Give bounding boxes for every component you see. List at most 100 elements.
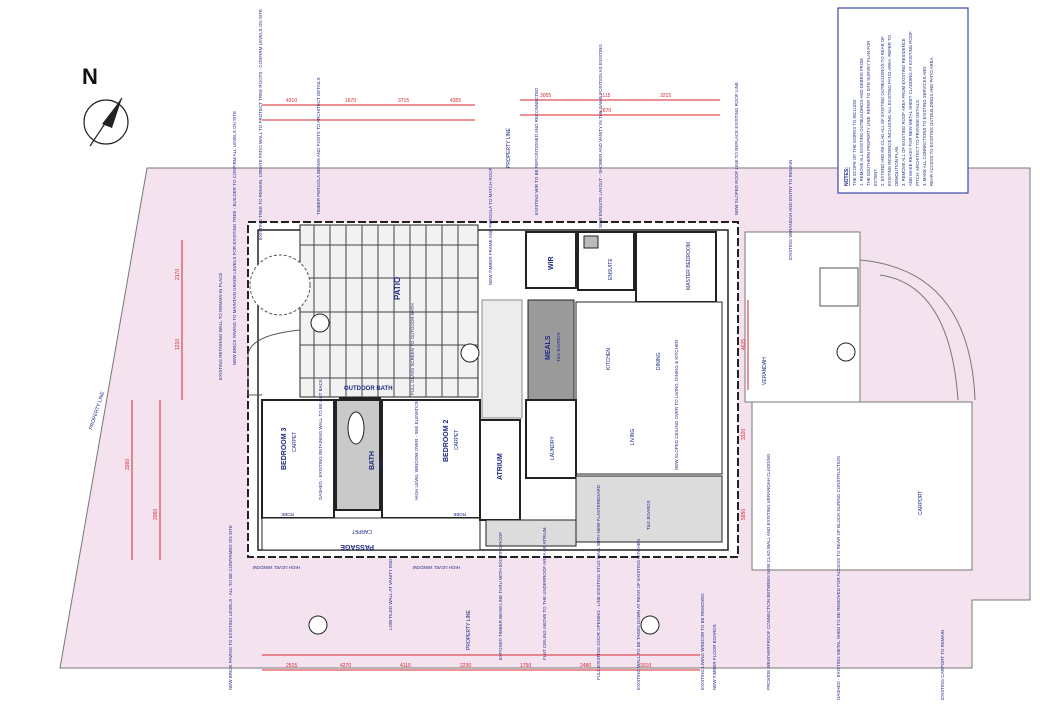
svg-text:4115: 4115 — [400, 663, 411, 669]
north-arrow: N — [82, 64, 129, 147]
verandah-zone — [744, 231, 861, 403]
label-outdoor-bath: OUTDOOR BATH — [344, 386, 393, 392]
carport-strip — [751, 401, 973, 571]
note-existing-living-window: EXISTING LIVING WINDOW TO BE REMOVED — [700, 593, 705, 690]
note-verandah: EXISTING VERANDAH AND ENTRY TO REMAIN — [788, 160, 793, 260]
svg-text:AND MAKE READY FOR NEW METAL S: AND MAKE READY FOR NEW METAL SHEET CLADD… — [908, 31, 913, 186]
svg-text:EXTENT.: EXTENT. — [873, 168, 878, 186]
note-existing-tree: EXISTING TREE TO REMAIN. CREATE PATIO WA… — [258, 9, 263, 240]
notes-title: NOTES: — [844, 167, 850, 186]
label-living-floor: T&G BOARDS — [646, 500, 651, 530]
svg-text:4310: 4310 — [286, 98, 297, 104]
label-meals-floor: T&G BOARDS — [556, 332, 561, 362]
note-new-timber-frame: NEW TIMBER FRAME AND PERGOLA TO MATCH RO… — [488, 167, 493, 285]
note-retaining-wall: EXISTING RETAINING WALL TO REMAIN IN PLA… — [218, 273, 223, 380]
room-atrium — [479, 419, 521, 521]
label-master-bedroom: MASTER BEDROOM — [686, 242, 692, 290]
svg-text:5990: 5990 — [741, 509, 747, 520]
note-new-ceiling: NEW SLOPED CEILING OVER TO LIVING, DININ… — [674, 340, 679, 470]
svg-text:3055: 3055 — [540, 93, 551, 99]
note-sloped-roof: NEW SLOPED ROOF LINE TO REPLACE EXISTING… — [734, 82, 739, 215]
label-bedroom3: BEDROOM 3 — [281, 428, 288, 471]
note-glass-screen: FULL GLASS SCREEN TO OUTDOOR BATH — [410, 303, 415, 395]
room-bath — [335, 399, 381, 511]
note-high-window-2: HIGH LEVEL WINDOW — [412, 565, 460, 570]
note-exposed-timber: EXPOSED TIMBER BEAM LINE THRU WITH EXIST… — [498, 532, 503, 660]
note-full-existing-door: FULL EXISTING DOOR OPENING - LINE EXISTI… — [596, 484, 601, 680]
label-dining: DINING — [656, 352, 662, 370]
room-passage — [261, 517, 481, 551]
note-dashed-retaining: DASHED - EXISTING RETAINING WALL TO BE C… — [318, 379, 323, 500]
svg-text:1750: 1750 — [520, 663, 531, 669]
label-bedroom3-floor: CARPET — [292, 432, 298, 452]
dimension-text: 4310 1670 3715 4355 3055 1115 3215 2515 … — [125, 93, 747, 669]
svg-text:3715: 3715 — [398, 98, 409, 104]
label-atrium: ATRIUM — [497, 453, 504, 480]
svg-text:PITCH. ARCHITECT TO PROVIDE DE: PITCH. ARCHITECT TO PROVIDE DETAILS. — [915, 99, 920, 186]
svg-text:3310: 3310 — [640, 663, 651, 669]
svg-text:1115: 1115 — [600, 93, 611, 99]
room-wir — [525, 231, 577, 289]
existing-tree — [249, 254, 311, 316]
note-high-window-over: HIGH LEVEL WINDOW OVER - SEE ELEVATION — [414, 400, 419, 500]
note-wir: EXISTING WIR TO BE REPOSITIONED AND RECO… — [534, 87, 539, 215]
note-brick-paving: NEW BRICK PAVING TO MAINTAIN GRADE LEVEL… — [232, 111, 237, 365]
label-kitchen: KITCHEN — [606, 348, 612, 370]
label-carport: CARPORT — [918, 491, 924, 515]
svg-text:2170: 2170 — [175, 269, 181, 280]
label-meals: MEALS — [545, 335, 552, 360]
section-marker — [308, 313, 856, 635]
property-line-label-top: PROPERTY LINE — [506, 128, 512, 168]
note-carport-remain: EXISTING CARPORT TO REMAIN — [940, 630, 945, 700]
label-living: LIVING — [630, 428, 636, 445]
property-line-label-bottom: PROPERTY LINE — [466, 610, 472, 650]
svg-text:1. REMOVE ALL EXISTING OUTBUIL: 1. REMOVE ALL EXISTING OUTBUILDINGS AND … — [859, 58, 864, 186]
svg-text:2. EXTEND AND RE-CLAD ALL OF E: 2. EXTEND AND RE-CLAD ALL OF EXISTING OU… — [880, 36, 885, 186]
note-brick-paving-2: NEW BRICK PAVING TO EXISTING LEVELS - AL… — [228, 525, 233, 690]
note-high-window-1: HIGH LEVEL WINDOW — [252, 565, 300, 570]
living-floorboards — [575, 475, 723, 543]
north-label: N — [82, 64, 98, 89]
label-ensuite: ENSUITE — [608, 258, 614, 280]
room-laundry — [525, 399, 577, 479]
svg-text:2515: 2515 — [286, 663, 297, 669]
svg-text:2060: 2060 — [153, 509, 159, 520]
label-bedroom2-floor: CARPET — [454, 430, 460, 450]
svg-text:EXISTING RESIDENCE INCLUDING A: EXISTING RESIDENCE INCLUDING ALL EXISTIN… — [887, 34, 892, 186]
svg-text:1210: 1210 — [175, 339, 181, 350]
annotations: EXISTING RETAINING WALL TO REMAIN IN PLA… — [218, 9, 945, 700]
svg-text:3260: 3260 — [125, 459, 131, 470]
svg-text:2670: 2670 — [600, 108, 611, 114]
driveway-curve — [859, 259, 976, 401]
svg-text:2230: 2230 — [460, 663, 471, 669]
shed — [819, 267, 859, 307]
svg-text:3320: 3320 — [741, 429, 747, 440]
note-dashed-shed: DASHED - EXISTING METAL SHED TO BE REMOV… — [836, 456, 841, 700]
notes-box: NOTES: THE SCOPE OF THE WORKS TO INCLUDE… — [837, 7, 969, 194]
svg-text:3215: 3215 — [660, 93, 671, 99]
note-new-timber-floor: NEW TIMBER FLOOR BOARDS — [712, 624, 717, 690]
label-passage-floor: CARPET — [352, 528, 372, 534]
svg-text:4355: 4355 — [450, 98, 461, 104]
label-robe-b: ROBE — [453, 512, 466, 517]
room-master-bedroom — [635, 231, 717, 303]
svg-text:3. REMOVE ALL OF EXISTING ROOF: 3. REMOVE ALL OF EXISTING ROOF AREA FROM… — [901, 38, 906, 186]
label-bath: BATH — [369, 451, 376, 470]
svg-text:4270: 4270 — [340, 663, 351, 669]
svg-text:4. MAKE ALL CONNECTIONS TO EXI: 4. MAKE ALL CONNECTIONS TO EXISTING SERV… — [922, 67, 927, 186]
note-timber-pergola: TIMBER PERGOLA BEAMS AND POSTS TO ARCHIT… — [316, 78, 321, 215]
room-labels: BEDROOM 3 CARPET BEDROOM 2 CARPET BATH T… — [281, 242, 924, 550]
label-verandah: VERANDAH — [762, 357, 768, 385]
label-laundry: LAUNDRY — [550, 436, 556, 460]
note-low-tiled-wall: LOW TILED WALL AT VANITY END — [388, 558, 393, 630]
patio-area — [299, 224, 479, 398]
svg-text:4625: 4625 — [741, 339, 747, 350]
room-kitchen-dining-living — [575, 301, 723, 475]
room-bedroom3 — [261, 399, 335, 519]
dimension-lines — [131, 99, 749, 671]
pergola-beams — [300, 225, 478, 397]
label-passage: PASSAGE — [340, 543, 374, 550]
room-meals — [527, 299, 575, 401]
label-bath-floor: TILE — [379, 459, 385, 470]
label-wir: WIR — [548, 256, 555, 270]
